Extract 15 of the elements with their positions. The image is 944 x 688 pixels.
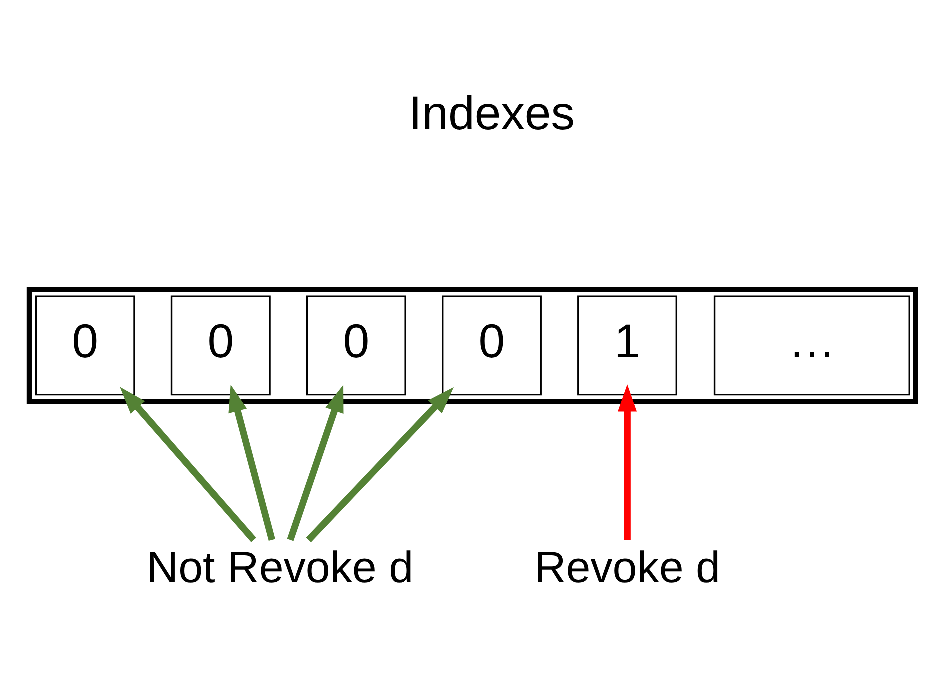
arrow <box>618 384 637 540</box>
node-box: 0 <box>170 296 270 396</box>
cluster <box>26 287 918 404</box>
arrow <box>306 387 454 542</box>
node-box: 0 <box>34 296 135 396</box>
node-box: 0 <box>442 296 542 396</box>
arrow <box>120 387 256 542</box>
node-text: Not Revoke d <box>146 544 414 593</box>
node-box: 1 <box>577 296 677 396</box>
arrow <box>286 385 344 542</box>
node-text: Revoke d <box>534 544 720 593</box>
arrow <box>228 384 275 542</box>
label: Indexes <box>408 88 575 141</box>
node-box: 0 <box>306 296 406 396</box>
node-box: … <box>713 296 910 396</box>
